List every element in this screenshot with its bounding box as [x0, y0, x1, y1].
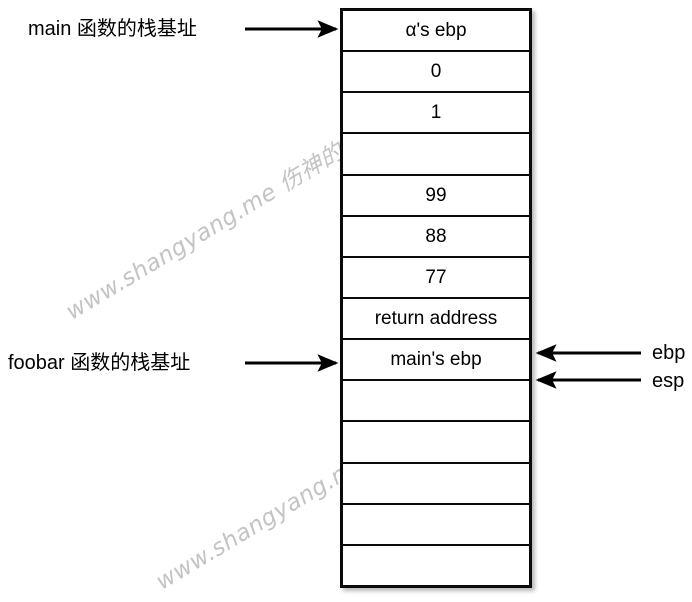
- stack-cell: main's ebp: [343, 340, 529, 382]
- stack-table: α's ebp 0 1 99 88 77 return address main…: [340, 8, 532, 588]
- stack-cell: 88: [343, 217, 529, 258]
- stack-cell: 1: [343, 93, 529, 135]
- annotation-label-ebp: ebp: [652, 342, 686, 364]
- annotation-label-main-base-pointer: main 函数的栈基址: [28, 18, 197, 40]
- stack-cell: return address: [343, 299, 529, 341]
- stack-cell: α's ebp: [343, 11, 529, 53]
- annotation-label-esp: esp: [652, 370, 685, 392]
- stack-cell: 77: [343, 258, 529, 299]
- stack-cell: [343, 505, 529, 546]
- stack-cell: [343, 464, 529, 505]
- stack-cell: 0: [343, 52, 529, 94]
- annotation-label-foobar-base-pointer: foobar 函数的栈基址: [8, 352, 191, 374]
- stack-cell: 99: [343, 176, 529, 217]
- stack-cell: [343, 381, 529, 423]
- stack-cell: [343, 422, 529, 464]
- stack-cell: [343, 546, 529, 585]
- stack-cell: [343, 134, 529, 176]
